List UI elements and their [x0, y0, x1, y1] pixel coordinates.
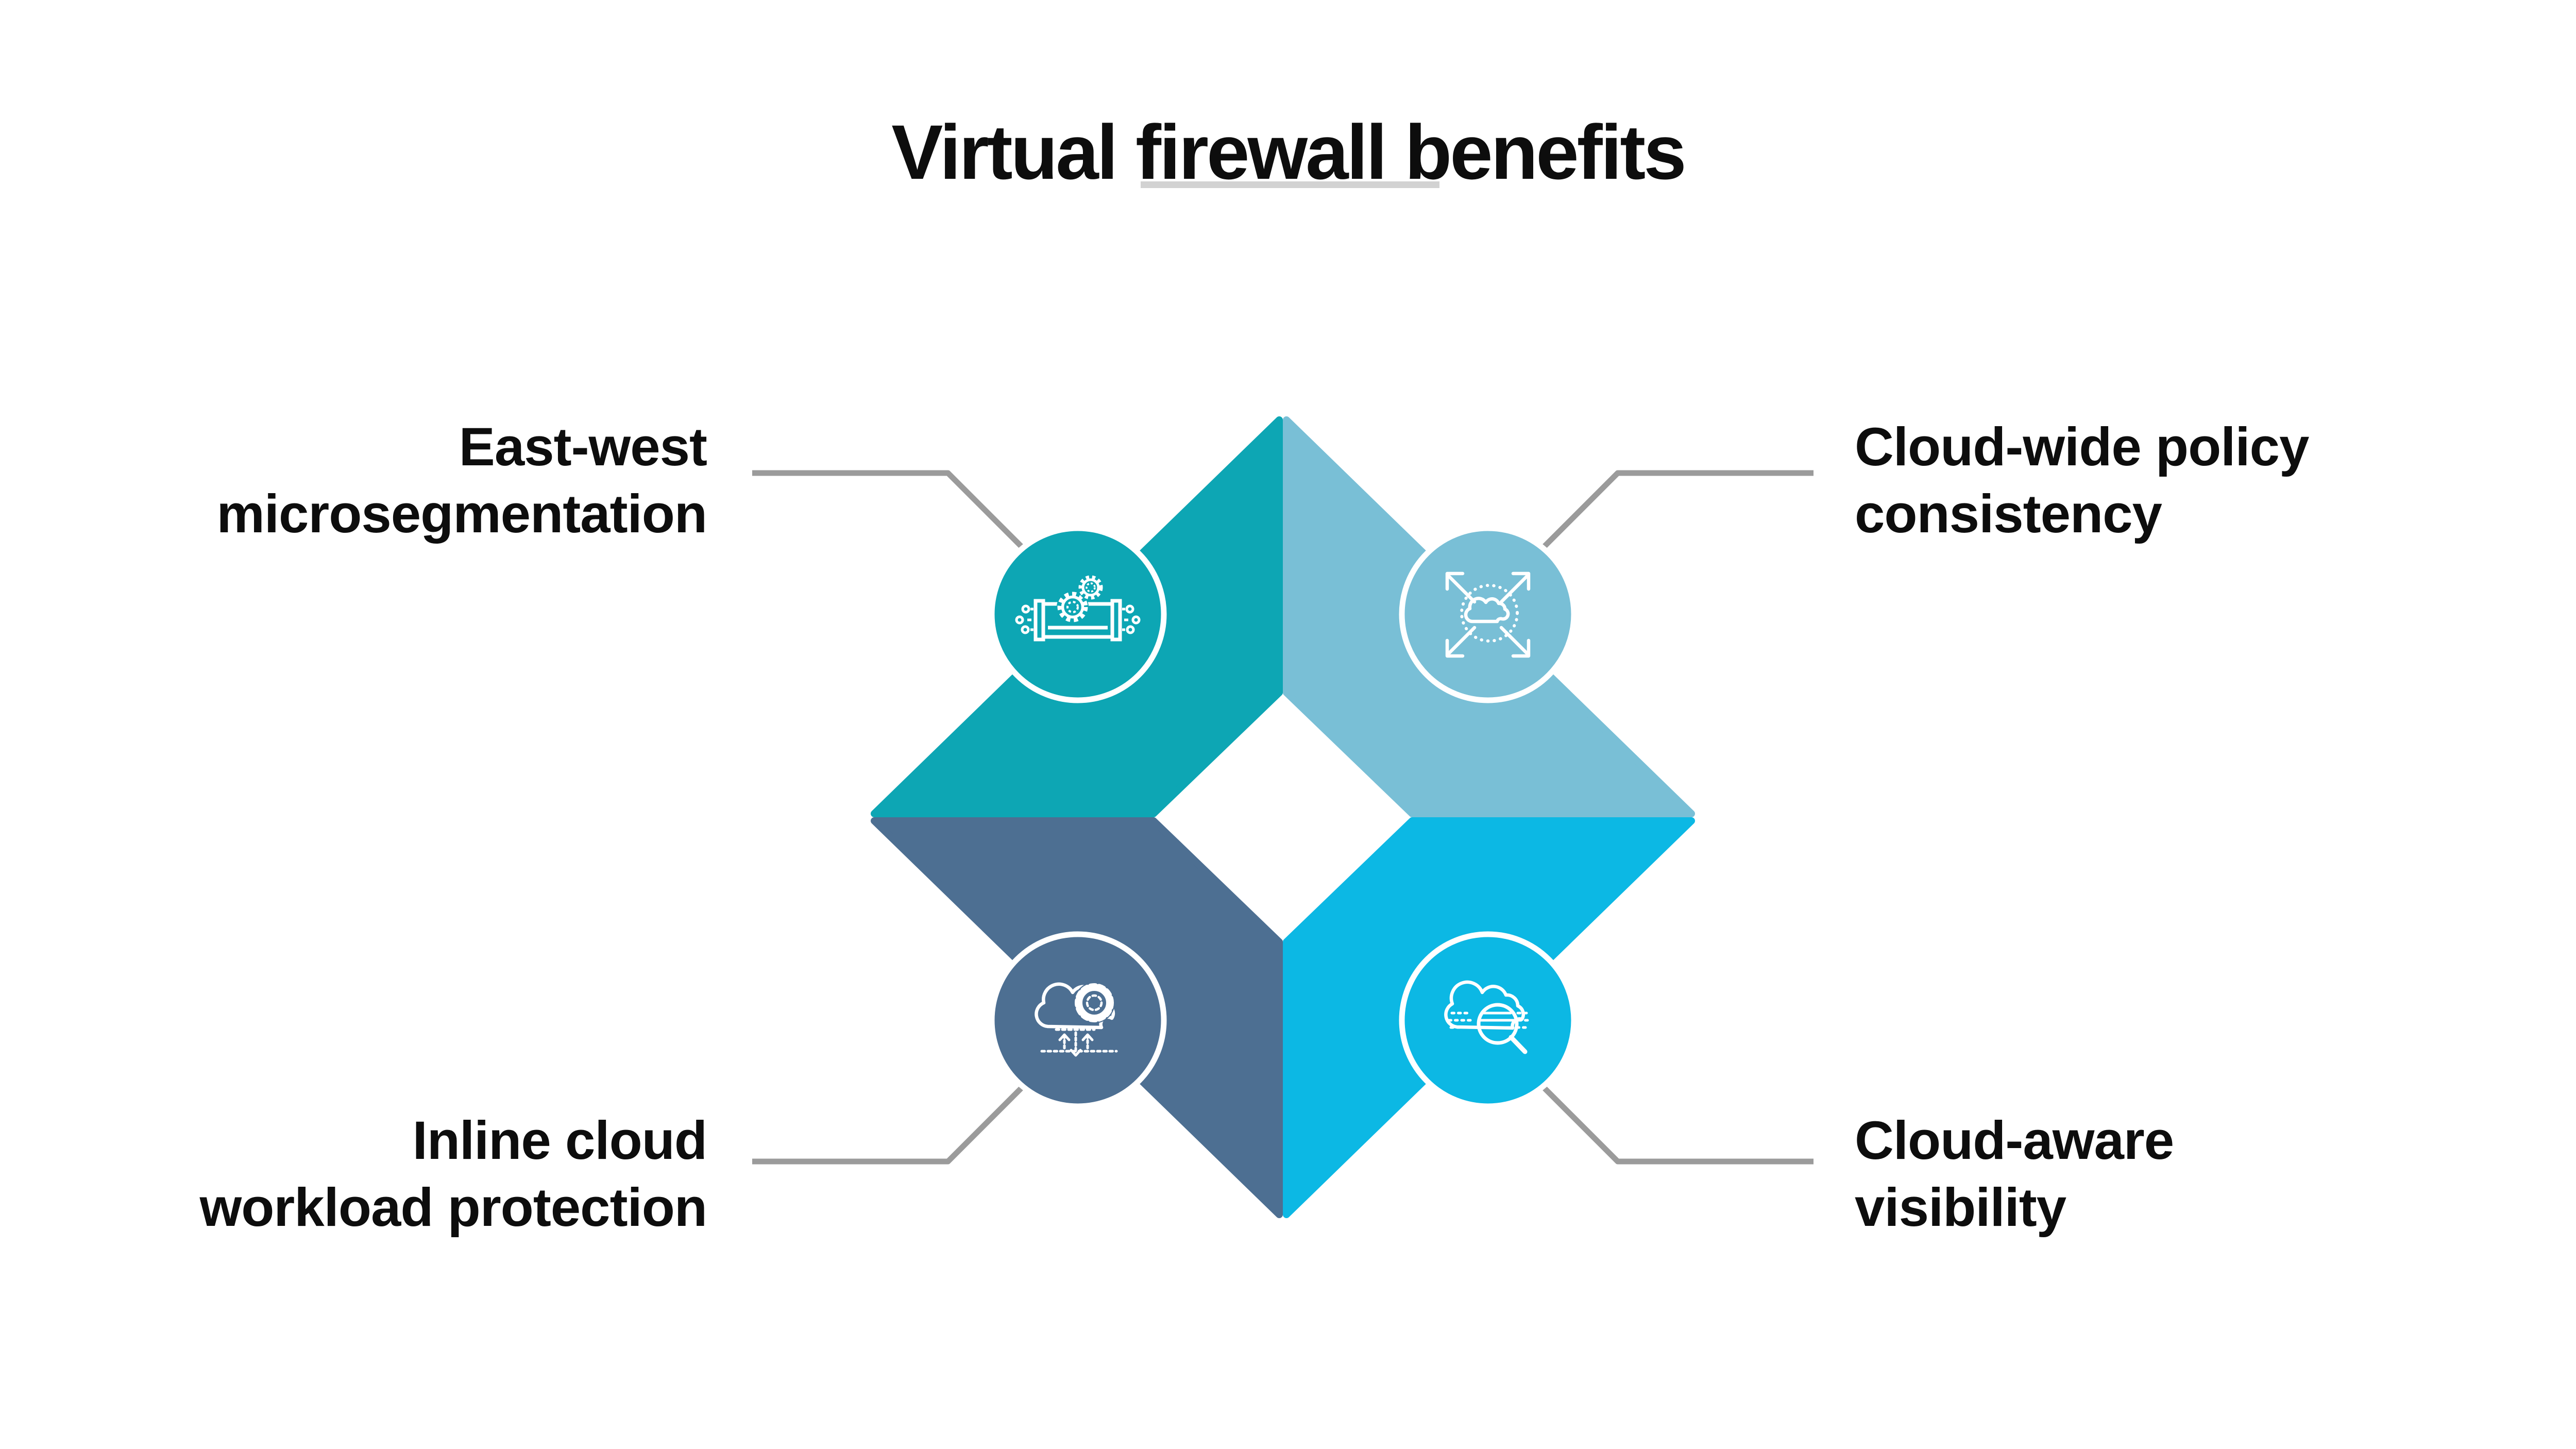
page-title: Virtual firewall benefits	[891, 108, 1686, 195]
diamond-quadrants	[871, 416, 1695, 1218]
label-line: consistency	[1855, 484, 2162, 544]
pipe-flange-right	[1110, 599, 1122, 642]
label-line: East-west	[459, 417, 707, 477]
label-line: microsegmentation	[216, 484, 707, 544]
label-line: Cloud-wide policy	[1855, 417, 2309, 477]
pipe-flange-left	[1033, 599, 1045, 642]
gear-small	[1078, 575, 1104, 600]
sync-arrows	[1040, 1028, 1118, 1057]
arrow-up-left-head	[1058, 1033, 1071, 1041]
benefit-label-cloud-wide-policy-consistency: Cloud-wide policy consistency	[1855, 414, 2309, 548]
connector-top-left	[752, 470, 1023, 548]
label-line: Inline cloud	[412, 1110, 707, 1171]
label-line: visibility	[1855, 1177, 2066, 1238]
benefit-label-east-west-microsegmentation: East-west microsegmentation	[216, 414, 707, 548]
magnifier-handle	[1509, 1035, 1528, 1054]
label-line: workload protection	[199, 1177, 707, 1238]
dashed-orbit-circle	[1460, 584, 1519, 643]
label-line: Cloud-aware	[1855, 1110, 2174, 1171]
cloud-expand-arrows-icon	[1445, 571, 1531, 658]
magnifier-lens	[1477, 1003, 1519, 1045]
connector-bottom-left	[752, 1086, 1023, 1165]
expand-arrows	[1445, 571, 1531, 658]
pipe-microsegmentation-icon	[1015, 575, 1141, 642]
cloud-magnifier-icon	[1444, 980, 1533, 1054]
arrow-up-right-head	[1081, 1033, 1094, 1041]
benefit-label-inline-cloud-workload-protection: Inline cloud workload protection	[200, 1107, 707, 1241]
benefit-label-cloud-aware-visibility: Cloud-aware visibility	[1855, 1107, 2174, 1241]
connector-top-right	[1543, 470, 1814, 548]
connector-lines	[752, 470, 1814, 1165]
icon-circle-top-right	[1399, 525, 1577, 703]
gear	[1074, 982, 1115, 1023]
connector-bottom-right	[1543, 1086, 1814, 1165]
flow-dots	[1015, 604, 1141, 634]
icon-circle-bottom-left	[989, 931, 1167, 1109]
cloud-gear-sync-icon	[1035, 982, 1118, 1057]
title-divider	[1141, 181, 1439, 188]
data-rows	[1447, 1012, 1533, 1029]
gear-large	[1057, 591, 1089, 623]
cloud-outline	[1464, 597, 1510, 624]
arrow-down-head	[1070, 1049, 1082, 1057]
cloud-outline	[1444, 980, 1525, 1030]
